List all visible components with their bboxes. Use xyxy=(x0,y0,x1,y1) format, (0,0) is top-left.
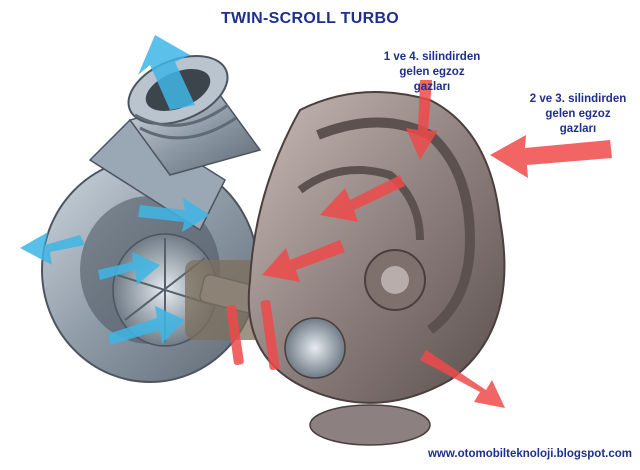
intake-arrow xyxy=(138,35,195,110)
exhaust-arrow xyxy=(420,350,505,408)
intake-arrow xyxy=(20,232,85,265)
exhaust-arrow xyxy=(262,240,345,282)
exhaust-arrow-1-4 xyxy=(406,80,438,160)
wastegate-actuator xyxy=(309,404,431,446)
exhaust-arrow-2-3 xyxy=(490,135,612,178)
label-cylinders-2-3-exhaust: 2 ve 3. silindirden gelen egzoz gazları xyxy=(520,92,636,137)
label-line: gazları xyxy=(559,123,597,135)
exhaust-gas-arrows xyxy=(226,80,612,408)
turbine-housing xyxy=(247,91,506,404)
intake-arrow xyxy=(138,198,210,232)
label-line: 2 ve 3. silindirden xyxy=(529,93,627,105)
exhaust-arrow xyxy=(320,175,405,222)
intake-air-arrows xyxy=(20,35,210,345)
website-watermark: www.otomobilteknoloji.blogspot.com xyxy=(427,448,632,460)
exhaust-arrow xyxy=(226,304,244,366)
intake-arrow xyxy=(98,252,160,285)
intake-arrow xyxy=(108,306,185,345)
label-line: 1 ve 4. silindirden xyxy=(383,51,481,63)
label-line: gazları xyxy=(413,81,451,93)
label-line: gelen egzoz xyxy=(545,108,611,120)
label-cylinders-1-4-exhaust: 1 ve 4. silindirden gelen egzoz gazları xyxy=(372,50,492,95)
label-line: gelen egzoz xyxy=(399,66,465,78)
exhaust-arrow xyxy=(260,300,280,370)
diagram-title: TWIN-SCROLL TURBO xyxy=(220,10,400,27)
